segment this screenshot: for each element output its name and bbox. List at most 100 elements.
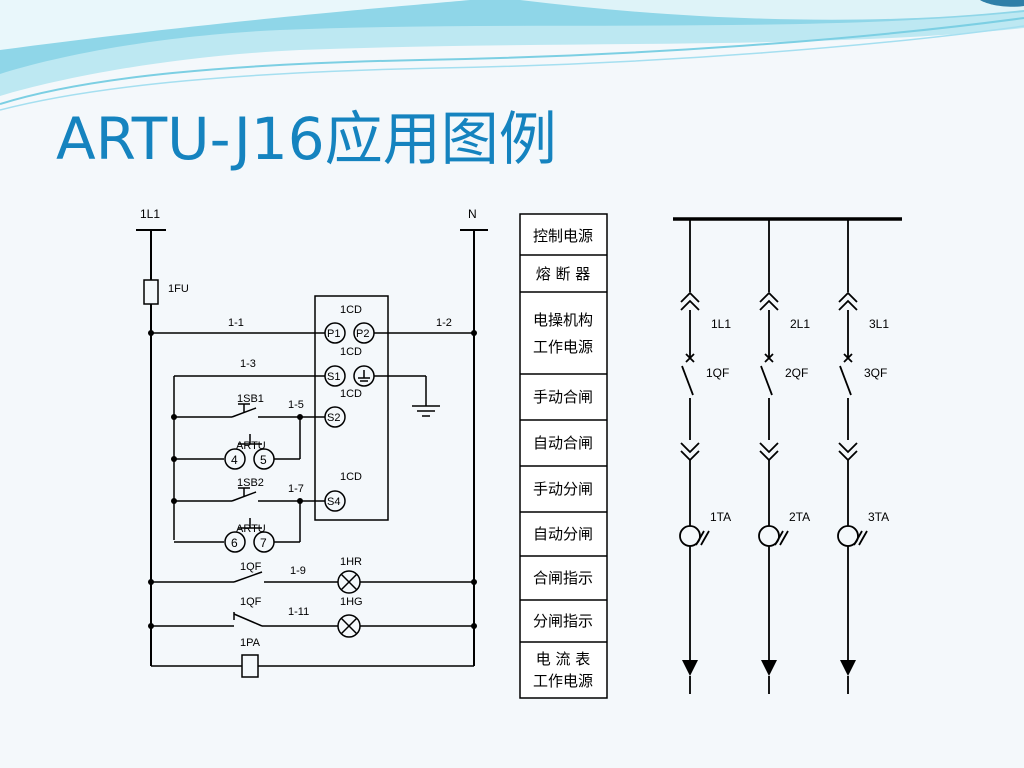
fuse-label: 1FU [168,283,189,295]
breaker-contact [760,365,773,396]
node [148,623,154,629]
contact-1qf-no [233,571,263,583]
load-arrow [840,660,856,676]
node [148,330,154,336]
breaker-cross [843,353,853,363]
node [471,330,477,336]
wire-label-1-5: 1-5 [288,399,304,411]
plug-in-contact-top [680,291,700,311]
rail-right-label: N [468,207,477,221]
button-1sb1-contact [231,407,257,418]
load-arrow [761,660,777,676]
lamp-1hr-x [340,573,358,591]
terminal-block-label-4: 1CD [340,471,362,483]
table-cell: 控制电源 [533,227,593,245]
plug-in-contact-bottom [759,442,779,462]
wave-white [520,0,1024,20]
plug-in-contact-top [838,291,858,311]
node [171,498,177,504]
lamp-1hr-label: 1HR [340,556,362,568]
ct-label: 3TA [868,510,889,524]
wire-label-1-1: 1-1 [228,317,244,329]
terminal-p1-label: P1 [327,328,340,340]
table-cell: 分闸指示 [533,612,593,630]
load-arrow [682,660,698,676]
ammeter-label: 1PA [240,637,261,649]
artu-open-label: ARTU [236,523,266,535]
terminal-s4 [324,490,346,512]
table-cell: 合闸指示 [533,569,593,587]
node [471,623,477,629]
plug-in-contact-bottom [838,442,858,462]
current-transformer-marks [853,530,868,546]
terminal-block-label-3: 1CD [340,388,362,400]
table-cell: 自动分闸 [533,525,593,543]
terminal-s4-label: S4 [327,496,340,508]
lamp-1hg-x [340,617,358,635]
disconnect-label: 3L1 [869,317,889,331]
wire-label-1-2: 1-2 [436,317,452,329]
rail-left-label: 1L1 [140,207,160,221]
artu-pin-4-label: 4 [231,453,238,467]
artu-pin-7-label: 7 [260,536,267,550]
ct-label: 1TA [710,510,731,524]
terminal-s2-label: S2 [327,412,340,424]
button-1sb1-label: 1SB1 [237,393,264,405]
table-cell: 熔 断 器 [536,265,591,283]
breaker-label: 2QF [785,366,808,380]
plug-in-contact-bottom [680,442,700,462]
artu-pin-6 [224,531,246,553]
artu-pin-6-label: 6 [231,536,238,550]
terminal-s2 [324,406,346,428]
artu-close-label: ARTU [236,440,266,452]
wave-corner [980,0,1024,7]
function-table-frame [519,213,608,699]
breaker-label: 1QF [706,366,729,380]
ct-label: 2TA [789,510,810,524]
terminal-s1 [324,365,346,387]
breaker-cross [764,353,774,363]
table-cell: 自动合闸 [533,434,593,452]
table-cell: 电操机构 [533,311,593,329]
node [171,414,177,420]
wire-label-1-11: 1-11 [288,606,309,618]
table-cell: 电 流 表 [536,650,591,668]
plug-in-contact-top [759,291,779,311]
terminal-block-label-2: 1CD [340,346,362,358]
contact-1qf-label: 1QF [240,561,262,573]
disconnect-label: 2L1 [790,317,810,331]
breaker-label: 3QF [864,366,887,380]
button-1sb2-contact [231,491,257,502]
table-cell: 手动分闸 [533,480,593,498]
node [171,456,177,462]
artu-pin-4 [224,448,246,470]
disconnect-label: 1L1 [711,317,731,331]
contact-1qf-nc-label: 1QF [240,596,262,608]
wire-label-1-7: 1-7 [288,483,304,495]
node [471,579,477,585]
wire-label-1-3: 1-3 [240,358,256,370]
page-title: ARTU-J16应用图例 [56,105,557,173]
terminal-block-1cd [314,295,389,521]
terminal-block-label-1: 1CD [340,304,362,316]
table-cell: 手动合闸 [533,388,593,406]
breaker-contact [681,365,694,396]
wave-highlight [0,0,470,50]
wave-line-2 [0,25,1024,111]
current-transformer-marks [695,530,710,546]
breaker-cross [685,353,695,363]
table-cell: 工作电源 [533,338,593,356]
breaker-contact [839,365,852,396]
wire-label-1-9: 1-9 [290,565,306,577]
terminal-p2-label: P2 [356,328,369,340]
terminal-p1 [324,322,346,344]
table-cell: 工作电源 [533,672,593,690]
artu-pin-5-label: 5 [260,453,267,467]
contact-1qf-nc [233,613,263,627]
wave-line-1 [0,17,1024,105]
current-transformer-marks [774,530,789,546]
